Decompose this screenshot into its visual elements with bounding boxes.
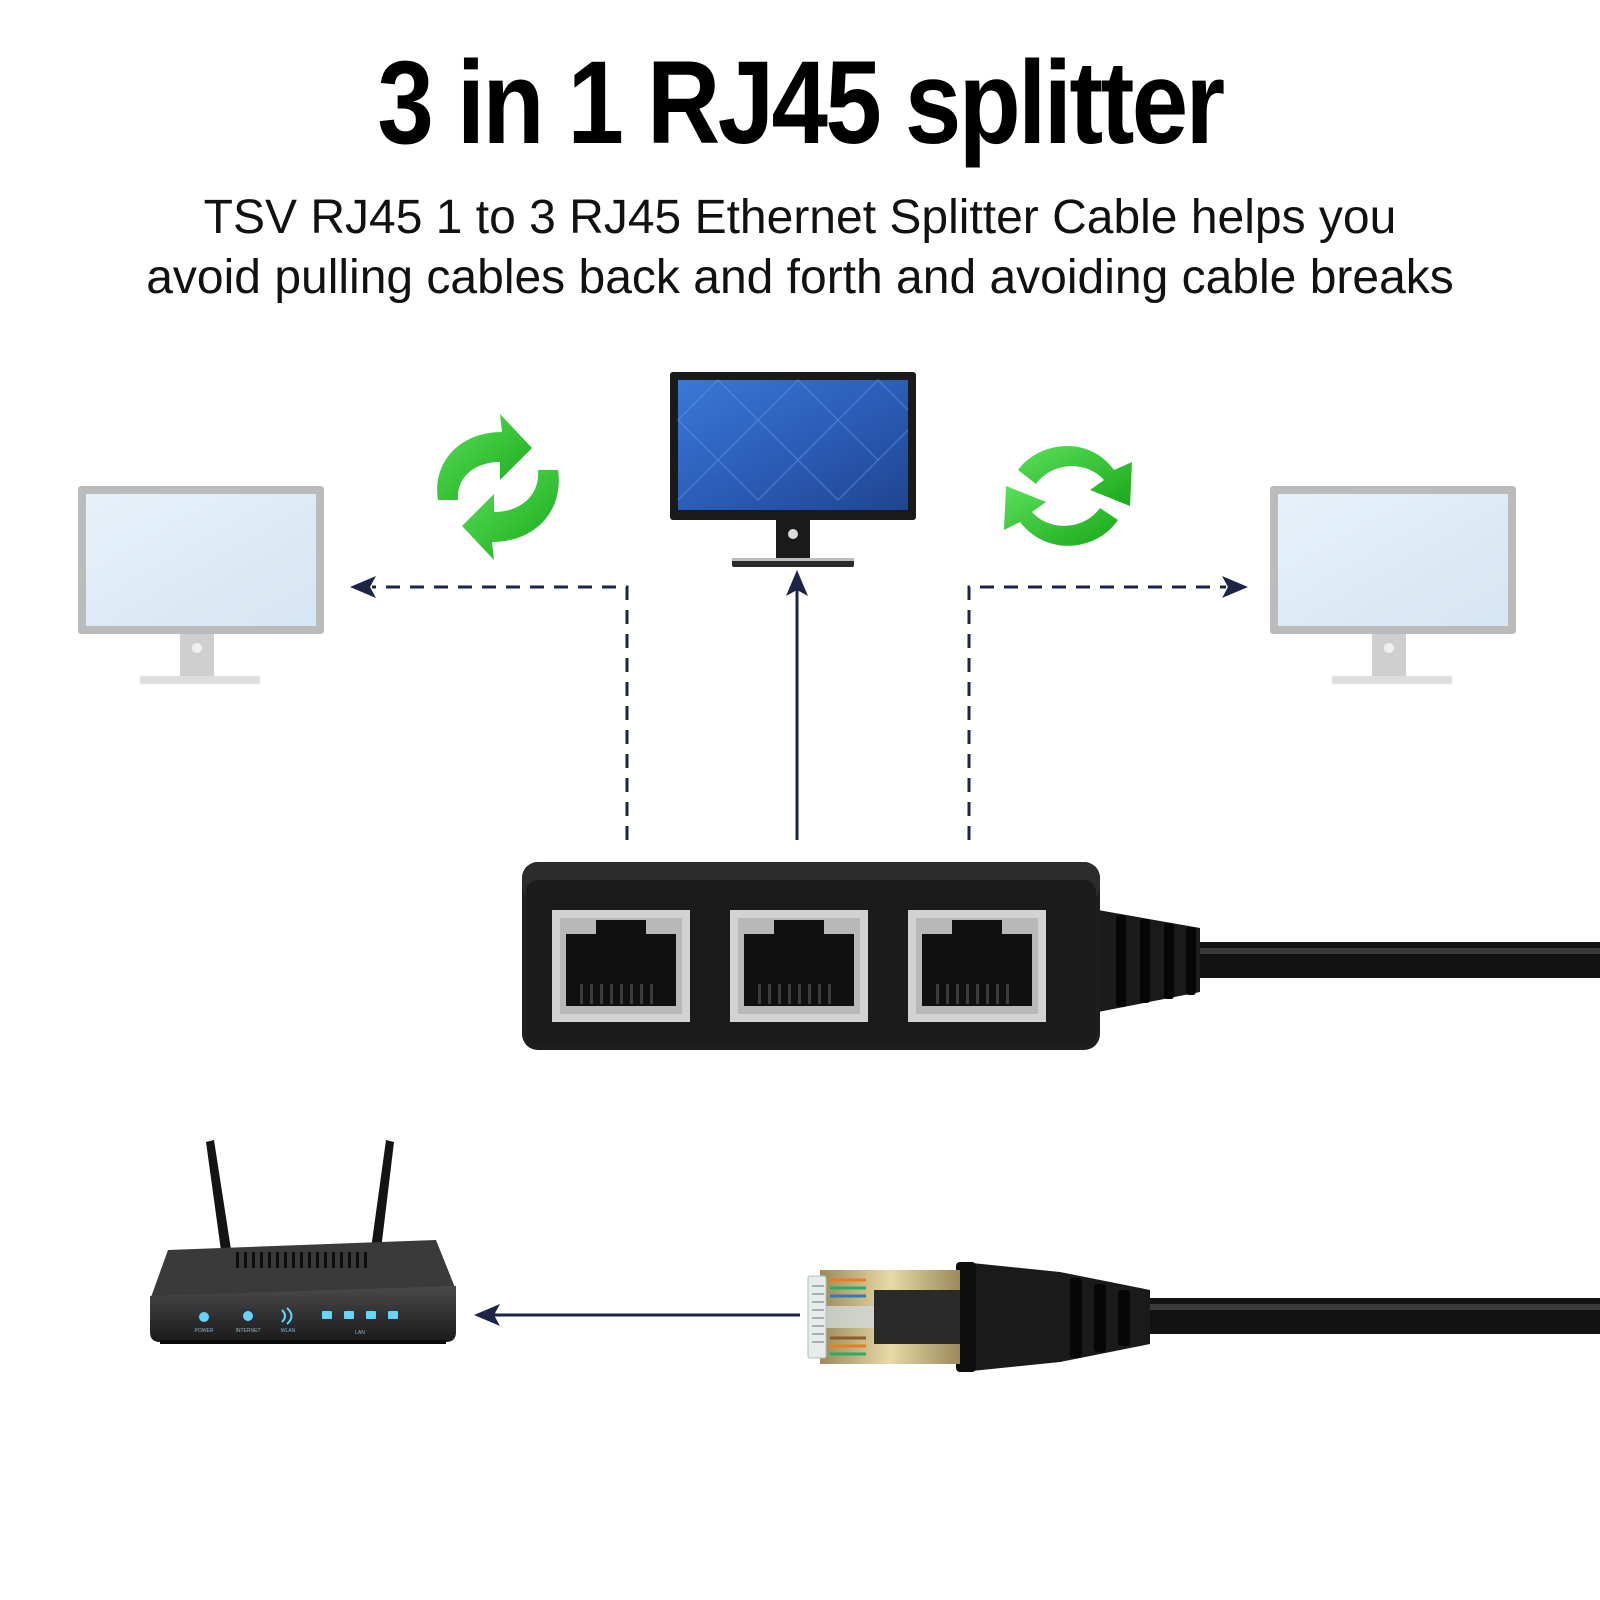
arrowhead-router [474, 1304, 500, 1326]
arrowhead-left [350, 576, 376, 598]
dashed-line-left [372, 585, 629, 840]
power-light-icon [199, 1312, 209, 1322]
lan-light-2-icon [344, 1311, 354, 1319]
monitor-center-icon [670, 372, 916, 567]
wlan-light-icon [281, 1307, 293, 1325]
rj45-plug-icon [807, 1262, 1600, 1372]
arrowheads [350, 570, 1248, 1326]
router-label-internet: INTERNET [236, 1328, 261, 1334]
page-title: 3 in 1 RJ45 splitter [377, 37, 1225, 169]
router-icon: POWER INTERNET WLAN LAN [150, 1140, 456, 1344]
rj45-port-2-icon[interactable] [730, 910, 868, 1022]
subtitle-line-2: avoid pulling cables back and forth and … [146, 251, 1454, 304]
lan-light-3-icon [366, 1311, 376, 1319]
connection-lines [372, 585, 1226, 1317]
router-label-power: POWER [195, 1328, 214, 1334]
sync-arrows-left-icon [437, 414, 559, 560]
page-subtitle: TSV RJ45 1 to 3 RJ45 Ethernet Splitter C… [0, 188, 1600, 308]
sync-arrows-right-icon [1004, 445, 1132, 546]
monitor-left-icon [78, 486, 324, 684]
lan-light-4-icon [388, 1311, 398, 1319]
rj45-port-3-icon[interactable] [908, 910, 1046, 1022]
subtitle-line-1: TSV RJ45 1 to 3 RJ45 Ethernet Splitter C… [203, 191, 1397, 244]
monitor-right-icon [1270, 486, 1516, 684]
arrowhead-center [786, 570, 808, 596]
router-label-wlan: WLAN [281, 1328, 296, 1334]
router-label-lan: LAN [355, 1330, 365, 1336]
lan-light-1-icon [322, 1311, 332, 1319]
internet-light-icon [243, 1311, 253, 1321]
dashed-line-right [967, 585, 1226, 840]
arrowhead-right [1222, 576, 1248, 598]
rj45-port-1-icon[interactable] [552, 910, 690, 1022]
